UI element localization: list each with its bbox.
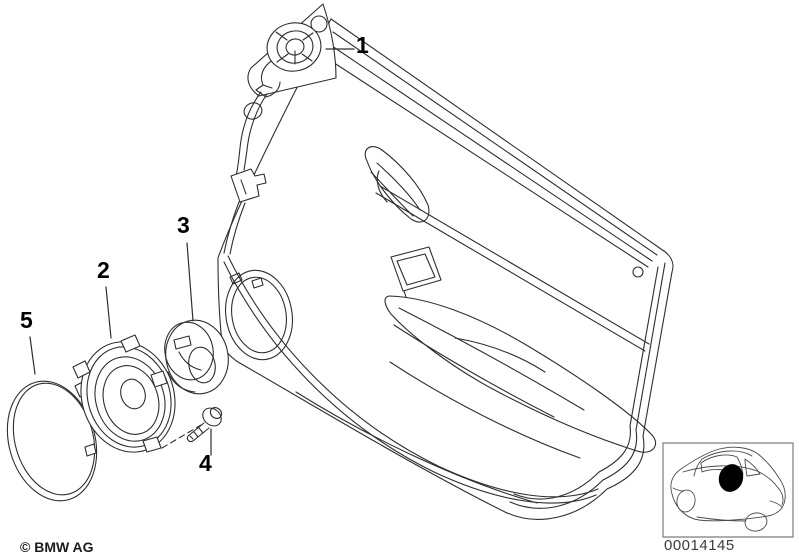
callout-1[interactable]: 1 xyxy=(356,32,369,58)
armrest xyxy=(384,295,657,453)
adapter-ring-part xyxy=(164,319,229,395)
door-panel-drawing xyxy=(217,18,674,520)
callout-3[interactable]: 3 xyxy=(177,212,190,238)
leader-2 xyxy=(105,286,112,339)
tweeter-speaker xyxy=(266,22,322,72)
vehicle-thumbnail xyxy=(662,442,794,538)
leader-5 xyxy=(29,336,36,375)
door-highlight-spot xyxy=(718,464,744,492)
callout-5[interactable]: 5 xyxy=(20,307,33,333)
vehicle-thumbnail-hitbox[interactable] xyxy=(663,443,793,537)
speaker-opening xyxy=(225,269,293,361)
car-outline xyxy=(670,446,786,532)
window-switch-recess xyxy=(390,246,442,298)
loudspeaker-part xyxy=(72,334,176,453)
image-number: 00014145 xyxy=(664,537,735,554)
triangle-hole xyxy=(310,15,328,33)
lock-knob-hole xyxy=(632,266,644,278)
wire-loop xyxy=(243,102,263,120)
callout-4[interactable]: 4 xyxy=(199,450,212,476)
callout-2[interactable]: 2 xyxy=(97,257,110,283)
tweeter-clip xyxy=(255,59,281,98)
harness-connector xyxy=(230,168,267,203)
callout-leader-lines xyxy=(29,48,355,456)
leader-3 xyxy=(186,242,194,322)
wire-harness xyxy=(223,91,268,255)
screw-part xyxy=(161,407,223,449)
copyright-notice: © BMW AG xyxy=(20,539,94,555)
dust-cap xyxy=(120,378,146,410)
screw-alignment-line xyxy=(161,424,202,449)
